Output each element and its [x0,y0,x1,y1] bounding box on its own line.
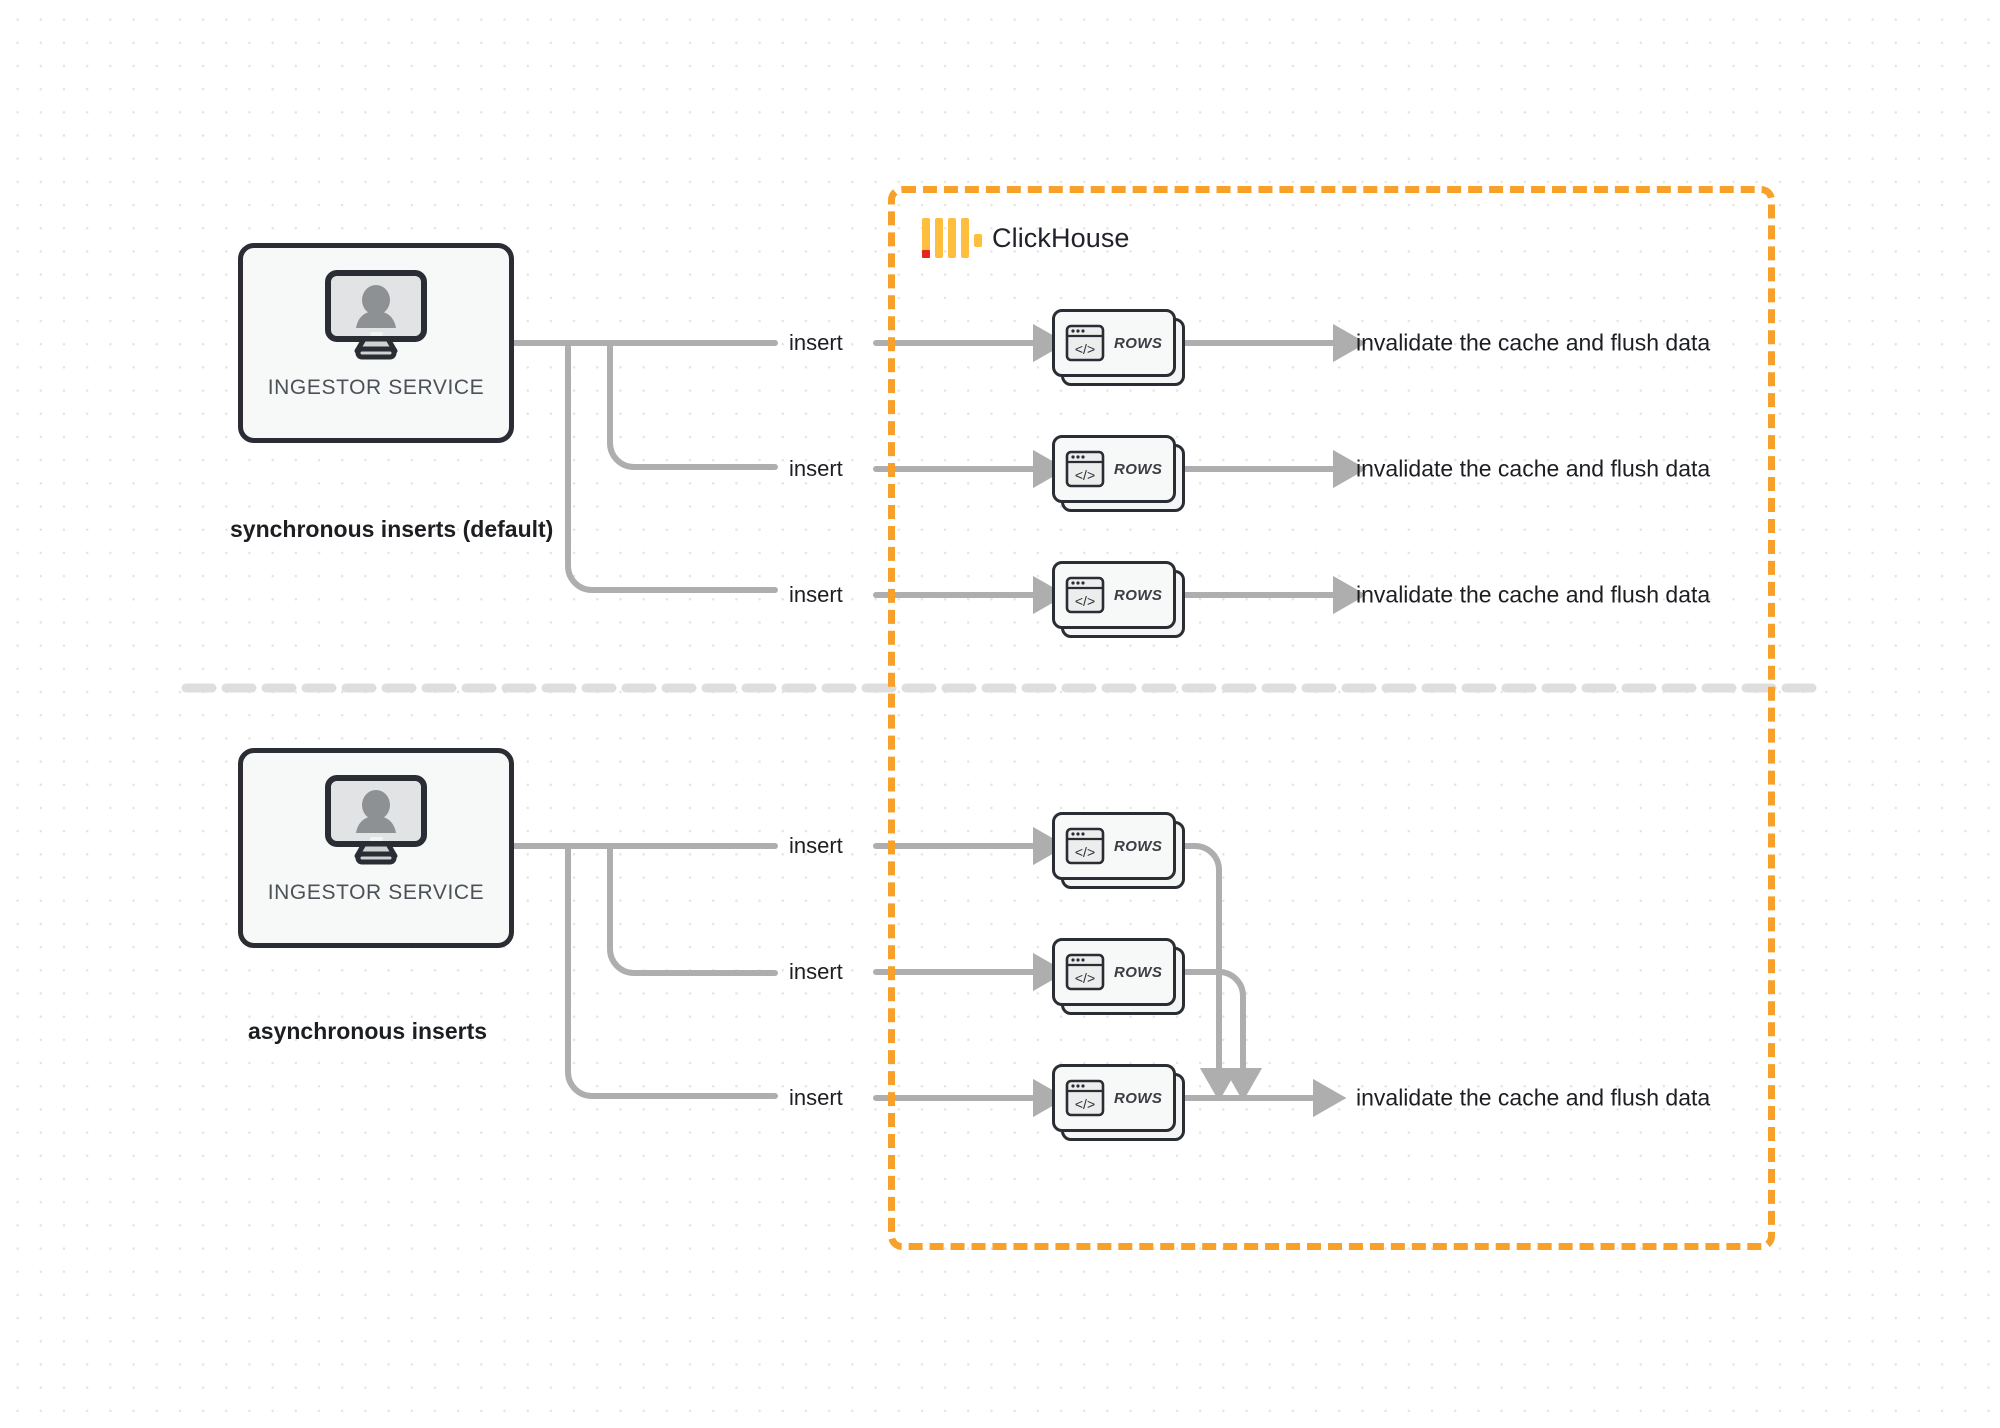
rows-card-async-2: </> ROWS [1052,938,1185,1015]
rows-card-label: ROWS [1114,1089,1163,1107]
ingestor-service-label-sync: INGESTOR SERVICE [267,376,485,399]
flush-label-async: invalidate the cache and flush data [1356,1084,1711,1111]
insert-label-async-3: insert [789,1085,843,1110]
async-lane3-wire [565,843,778,1099]
flush-label-sync-2: invalidate the cache and flush data [1356,455,1711,482]
code-window-icon: </> [1065,1079,1105,1117]
insert-label-sync-2: insert [789,456,843,481]
insert-label-sync-1: insert [789,330,843,355]
code-window-icon: </> [1065,324,1105,362]
clickhouse-brand: ClickHouse [922,218,1130,258]
rows-card-front: </> ROWS [1052,309,1176,377]
svg-text:</>: </> [1075,593,1095,609]
svg-text:</>: </> [1075,1096,1095,1112]
svg-text:</>: </> [1075,467,1095,483]
rows-card-front: </> ROWS [1052,561,1176,629]
rows-card-label: ROWS [1114,334,1163,352]
flush-label-sync-3: invalidate the cache and flush data [1356,581,1711,608]
async-lane2-wire [607,843,778,976]
rows-card-front: </> ROWS [1052,812,1176,880]
svg-text:</>: </> [1075,341,1095,357]
section-caption-sync: synchronous inserts (default) [230,516,554,542]
ingestor-service-sync: INGESTOR SERVICE [238,243,514,443]
rows-card-front: </> ROWS [1052,938,1176,1006]
code-window-icon: </> [1065,953,1105,991]
code-window-icon: </> [1065,827,1105,865]
rows-card-sync-1: </> ROWS [1052,309,1185,386]
clickhouse-boundary [888,186,1775,1250]
rows-card-label: ROWS [1114,837,1163,855]
rows-card-label: ROWS [1114,586,1163,604]
monitor-user-icon [324,270,428,362]
insert-label-async-2: insert [789,959,843,984]
code-window-icon: </> [1065,450,1105,488]
sync-lane3-wire [565,340,778,593]
rows-card-async-1: </> ROWS [1052,812,1185,889]
rows-card-label: ROWS [1114,963,1163,981]
code-window-icon: </> [1065,576,1105,614]
ingestor-service-label-async: INGESTOR SERVICE [267,881,485,904]
rows-card-label: ROWS [1114,460,1163,478]
sync-lane2-wire [607,340,778,470]
rows-card-async-3: </> ROWS [1052,1064,1185,1141]
insert-label-async-1: insert [789,833,843,858]
rows-card-sync-2: </> ROWS [1052,435,1185,512]
rows-card-sync-3: </> ROWS [1052,561,1185,638]
monitor-user-icon [324,775,428,867]
section-caption-async: asynchronous inserts [248,1018,488,1044]
rows-card-front: </> ROWS [1052,1064,1176,1132]
clickhouse-logo-icon [922,218,982,258]
svg-text:</>: </> [1075,844,1095,860]
rows-card-front: </> ROWS [1052,435,1176,503]
clickhouse-label: ClickHouse [992,222,1130,253]
ingestor-service-async: INGESTOR SERVICE [238,748,514,948]
svg-text:</>: </> [1075,970,1095,986]
flush-label-sync-1: invalidate the cache and flush data [1356,329,1711,356]
insert-label-sync-3: insert [789,582,843,607]
